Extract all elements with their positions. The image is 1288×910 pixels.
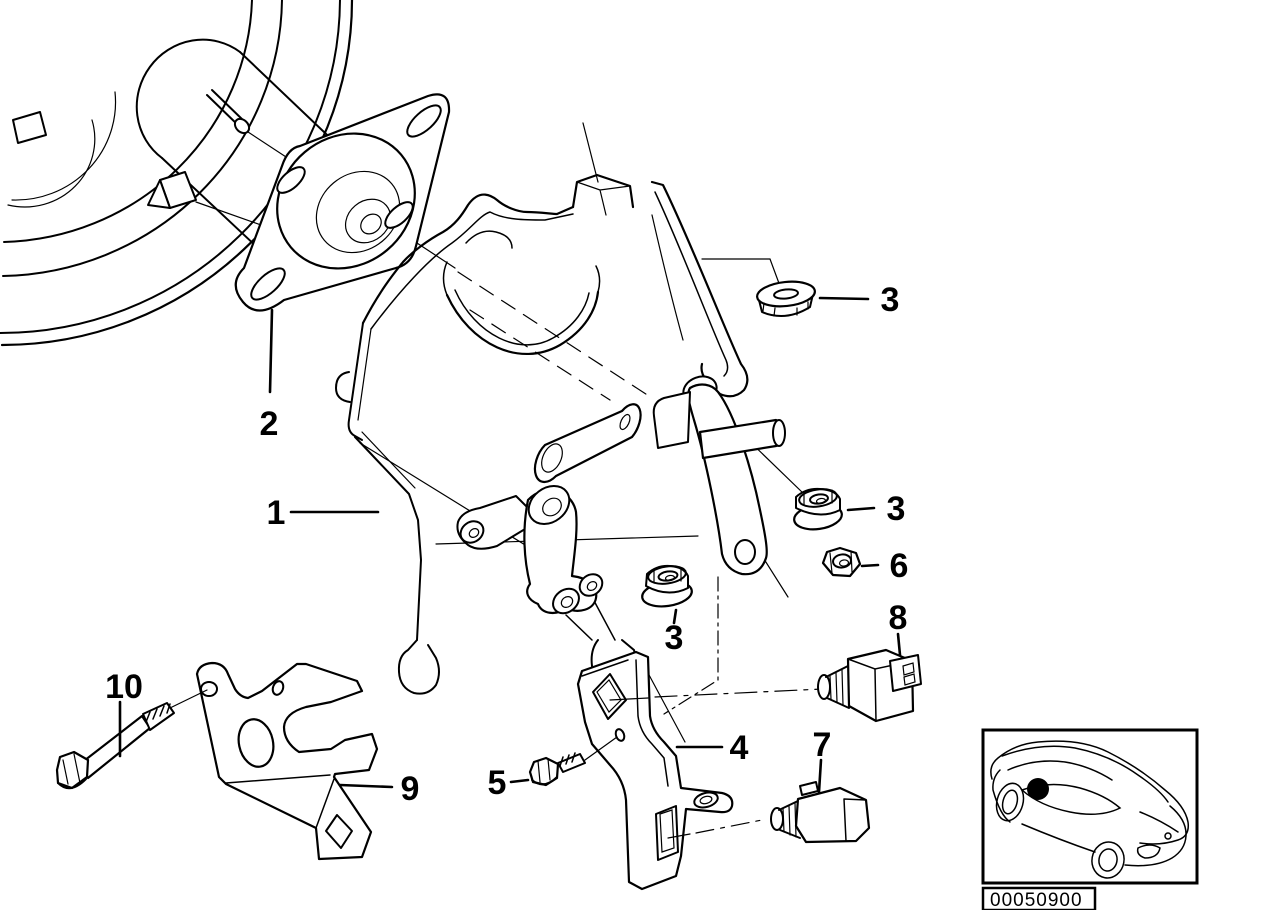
hex-bolt-5-drawing <box>528 736 618 787</box>
image-code: 00050900 <box>990 890 1083 910</box>
gasket-slot-hole <box>250 267 286 301</box>
pedal-arm <box>687 383 768 576</box>
gasket-slot-hole <box>276 166 306 194</box>
callout-10[interactable]: 10 <box>105 668 143 706</box>
callout-3-top[interactable]: 3 <box>881 281 900 319</box>
switch-connector <box>889 654 922 692</box>
support-bracket-square-hole <box>325 814 353 849</box>
switch-bracket-drawing <box>576 650 734 891</box>
switch-bracket-upper-hole <box>592 673 627 720</box>
location-marker-dot <box>1027 778 1049 800</box>
callouts: 1 2 3 3 3 4 5 6 7 8 9 10 <box>105 281 908 808</box>
support-bracket-drawing <box>195 661 379 861</box>
brake-booster-drawing <box>0 0 354 347</box>
callout-7[interactable]: 7 <box>813 726 832 764</box>
gasket-center-opening <box>276 132 416 270</box>
car-outline-icon <box>990 740 1190 879</box>
grommet-drawing <box>756 280 816 317</box>
gasket-slot-hole <box>384 201 414 229</box>
callout-3-bottom[interactable]: 3 <box>665 619 684 657</box>
switch-bracket-ear-hole <box>693 791 719 809</box>
image-code-box: 00050900 <box>981 886 1097 910</box>
gasket-slot-hole <box>406 104 442 138</box>
pedal-arm-and-pins-drawing <box>533 383 786 576</box>
booster-stud-lower <box>147 171 197 209</box>
callout-6[interactable]: 6 <box>890 547 909 585</box>
pedal-linkage-drawing <box>456 484 604 615</box>
pedal-pin <box>533 403 642 484</box>
clutch-switch-drawing <box>770 781 871 844</box>
pedal-arm-hole <box>734 539 756 565</box>
booster-clamp-tab <box>12 111 47 144</box>
callout-8[interactable]: 8 <box>889 599 908 637</box>
callout-5[interactable]: 5 <box>488 764 507 802</box>
callout-9[interactable]: 9 <box>401 770 420 808</box>
hex-nut-drawing <box>821 546 862 578</box>
booster-stud-upper <box>206 89 251 135</box>
switch-bracket-lower-hole <box>655 805 679 861</box>
car-location-inset <box>981 728 1199 885</box>
support-bracket-bolt-hole <box>200 681 218 697</box>
callout-2[interactable]: 2 <box>260 405 279 443</box>
flange-nut-mid-drawing <box>793 487 843 531</box>
callout-3-mid[interactable]: 3 <box>887 490 906 528</box>
callout-1[interactable]: 1 <box>267 494 286 532</box>
stop-light-switch-drawing <box>817 648 922 723</box>
support-bracket-oval-hole <box>237 718 275 768</box>
gasket-plate-drawing <box>234 93 451 312</box>
flange-nut-bottom-drawing <box>641 564 693 608</box>
callout-4[interactable]: 4 <box>730 729 749 767</box>
hex-bolt-10-drawing <box>55 689 208 790</box>
switch-alignment-lines <box>609 688 823 839</box>
